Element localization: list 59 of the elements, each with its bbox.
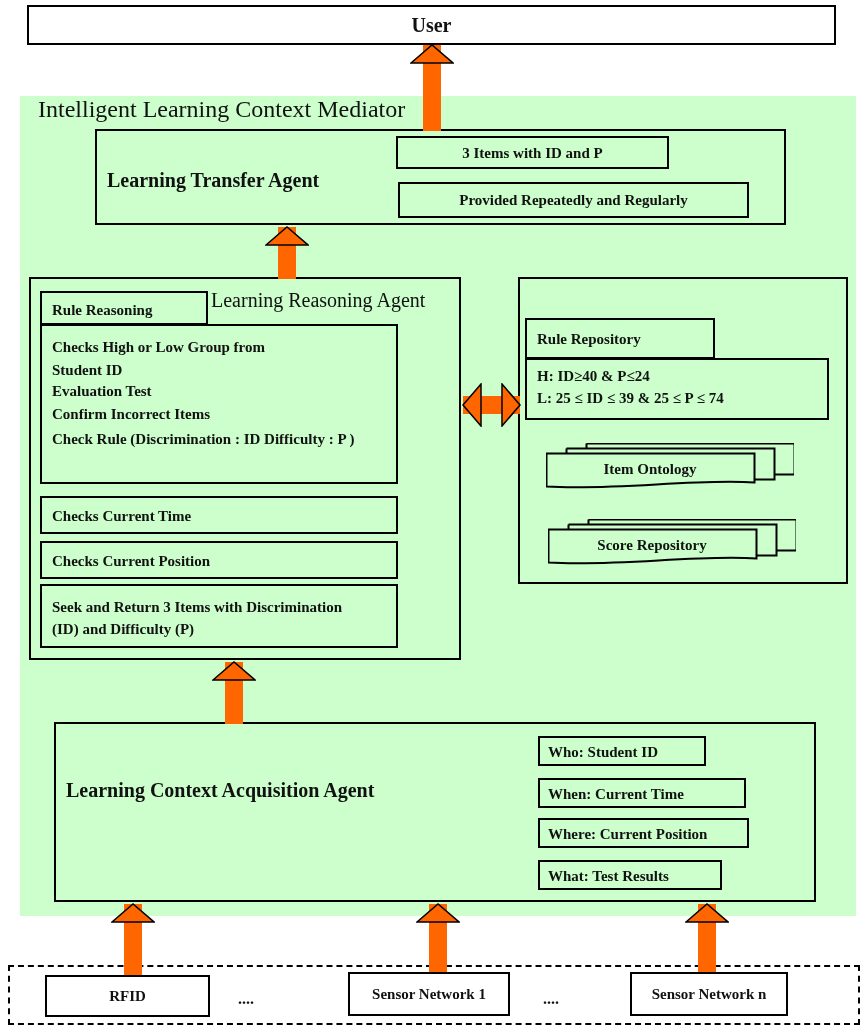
document-stack [548,519,796,566]
context-box [538,860,722,890]
node-label: Learning Transfer Agent [107,169,320,192]
node-label: Rule Reasoning [52,301,153,319]
node-label: Where: Current Position [548,825,708,843]
node-label: When: Current Time [548,785,684,803]
sensor-group [8,965,860,1025]
process-box [40,541,398,579]
ellipsis-text: .... [543,990,559,1008]
ellipsis-text: .... [238,990,254,1008]
block-arrow [685,903,729,972]
mediator-panel [20,96,856,916]
tab-box [40,291,208,325]
block-arrow [265,226,309,279]
context-box [538,778,746,808]
node-label: What: Test Results [548,867,669,885]
agent-box [95,129,786,225]
node-label: Checks Current Time [52,507,192,525]
rule-text: L: 25 ≤ ID ≤ 39 & 25 ≤ P ≤ 74 [537,389,724,407]
node-label: User [410,13,453,37]
output-box [396,136,669,169]
rule-text: Checks High or Low Group from Student ID [52,338,266,380]
node-label: Score Repository [596,536,708,554]
sensor-box [630,972,788,1016]
document-stack [546,443,794,490]
block-arrow [462,383,521,427]
node-label: Sensor Network n [650,985,768,1003]
rule-text: Evaluation Test [52,382,152,400]
node-label: Checks Current Position [52,552,211,570]
block-arrow [111,903,155,975]
repository-panel [518,277,848,584]
tab-box [525,318,715,359]
rule-text: H: ID≥40 & P≤24 [537,367,650,385]
process-box [40,584,398,648]
process-box [40,496,398,534]
agent-box [54,722,816,902]
node-label: Provided Repeatedly and Regularly [458,191,689,209]
sensor-box [348,972,510,1016]
rule-text: Check Rule (Discrimination : ID Difficulty : P ) [52,430,356,449]
agent-box [29,277,461,660]
context-box [538,818,749,848]
group-title: Learning Reasoning Agent [211,289,426,312]
node-label: Learning Context Acquisition Agent [66,779,375,802]
node-label: Who: Student ID [548,743,659,761]
node-label: Seek and Return 3 Items with Discrimination (ID) and Difficulty (P) [52,598,343,639]
user-box [27,5,836,45]
node-label: Rule Repository [537,330,641,348]
sensor-box [45,975,210,1017]
group-title: Intelligent Learning Context Mediator [38,96,406,123]
block-arrow [416,903,460,972]
block-arrow [410,44,454,131]
context-box [538,736,706,766]
node-label: RFID [108,987,147,1005]
node-label: Item Ontology [602,460,698,478]
output-box [398,182,749,218]
rule-text: Confirm Incorrect Items [52,405,210,423]
node-label: 3 Items with ID and P [461,143,604,162]
node-label: Sensor Network 1 [371,985,487,1003]
block-arrow [212,661,256,724]
